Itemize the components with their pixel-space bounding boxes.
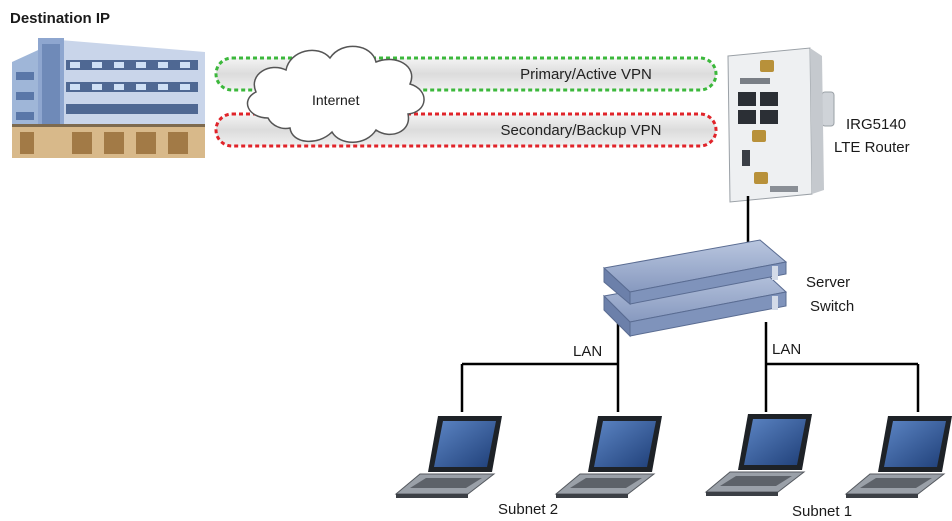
laptop-icon <box>554 416 662 498</box>
subnet-left-label: Subnet 2 <box>498 501 559 518</box>
switch-icon <box>602 239 788 338</box>
cloud-icon <box>246 45 425 143</box>
destination-label: Destination IP <box>10 10 111 27</box>
router-type-label: LTE Router <box>834 139 910 156</box>
lan-right-label: LAN <box>772 341 802 358</box>
router-icon <box>727 47 835 203</box>
laptop-icon <box>844 416 952 498</box>
router-model-label: IRG5140 <box>846 116 907 133</box>
switch-line2-label: Switch <box>810 298 855 315</box>
internet-label: Internet <box>312 92 360 108</box>
secondary-vpn-label: Secondary/Backup VPN <box>500 122 662 139</box>
switch-line1-label: Server <box>806 274 851 291</box>
laptop-icon <box>394 416 502 498</box>
network-wires <box>460 196 920 412</box>
lan-left-label: LAN <box>573 343 603 360</box>
building-icon <box>12 38 205 158</box>
laptop-icon <box>704 414 812 496</box>
primary-vpn-label: Primary/Active VPN <box>520 66 652 83</box>
subnet-right-label: Subnet 1 <box>792 503 853 520</box>
